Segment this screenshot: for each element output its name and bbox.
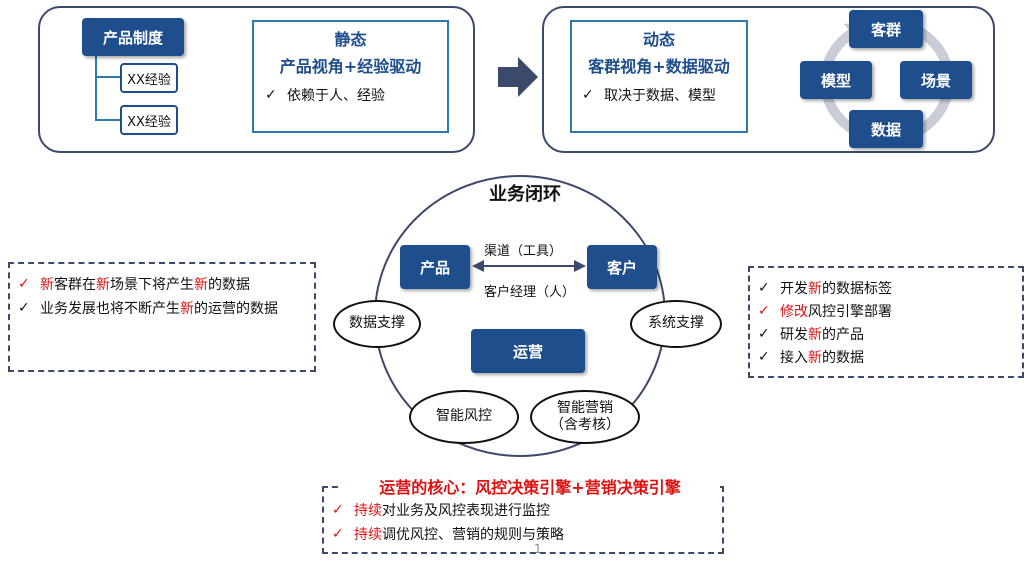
note-text-part: 调优风控、营销的规则与策略 xyxy=(382,527,564,543)
note-text-part: 新 xyxy=(96,277,110,293)
left-notes-list: ✓新客群在新场景下将产生新的数据✓业务发展也将不断产生新的运营的数据 xyxy=(18,272,278,320)
note-text-part: 业务发展也将不断产生 xyxy=(40,301,180,317)
note-text-part: 的数据 xyxy=(208,277,250,293)
note-text-part: 的运营的数据 xyxy=(194,301,278,317)
note-text-part: 新 xyxy=(194,277,208,293)
note-text-part: 研发 xyxy=(780,326,808,343)
bottom-notes-list: ✓ 持续对业务及风控表现进行监控 ✓ 持续调优风控、营销的规则与策略 xyxy=(332,498,564,546)
dynamic-title: 动态 xyxy=(642,30,675,49)
check-icon: ✓ xyxy=(332,526,344,542)
check-icon: ✓ xyxy=(758,325,770,342)
note-text-part: 对业务及风控表现进行监控 xyxy=(382,503,550,519)
manager-label: 客户经理（人） xyxy=(484,285,576,300)
page-number: 1 xyxy=(534,542,542,556)
note-item: ✓ 开发新的数据标签 xyxy=(758,276,892,299)
note-text-part: 场景下将产生 xyxy=(110,277,194,293)
static-subtitle: 产品视角+经验驱动 xyxy=(279,57,422,76)
note-text-part: 持续 xyxy=(354,503,382,519)
note-text-part: 的产品 xyxy=(822,326,864,343)
note-text-part: 新 xyxy=(808,326,822,343)
note-text-part: 持续 xyxy=(354,527,382,543)
check-icon: ✓ xyxy=(265,87,277,103)
note-item: ✓ 研发新的产品 xyxy=(758,322,892,345)
note-item: ✓ 修改风控引擎部署 xyxy=(758,299,892,322)
check-icon: ✓ xyxy=(18,276,30,292)
data-support-ellipse: 数据支撑 xyxy=(333,300,421,348)
experience-box-2: XX经验 xyxy=(120,105,178,135)
check-icon: ✓ xyxy=(758,279,770,296)
note-text-part: 的数据 xyxy=(822,349,864,366)
static-check-item: ✓ 依赖于人、经验 xyxy=(265,87,385,104)
product-system-box: 产品制度 xyxy=(82,18,184,56)
right-notes-list: ✓开发新的数据标签✓修改风控引擎部署✓研发新的产品✓接入新的数据 xyxy=(758,276,892,368)
cycle-model: 模型 xyxy=(800,61,872,99)
dynamic-check-item: ✓ 取决于数据、模型 xyxy=(582,87,716,104)
cycle-scene: 场景 xyxy=(900,61,972,99)
note-text-part: 客群在 xyxy=(54,277,96,293)
right-notes-box xyxy=(748,266,1024,378)
loop-title: 业务闭环 xyxy=(489,184,561,205)
system-support-ellipse: 系统支撑 xyxy=(630,300,722,348)
loop-product: 产品 xyxy=(400,245,470,289)
cycle-customer-group: 客群 xyxy=(849,10,923,48)
note-item: ✓ 业务发展也将不断产生新的运营的数据 xyxy=(18,296,278,320)
note-text-part: 新 xyxy=(808,349,822,366)
check-icon: ✓ xyxy=(758,302,770,319)
check-icon: ✓ xyxy=(758,348,770,365)
check-icon: ✓ xyxy=(332,502,344,518)
note-text-part: 开发 xyxy=(780,280,808,297)
note-item: ✓ 持续调优风控、营销的规则与策略 xyxy=(332,522,564,546)
note-text-part: 新 xyxy=(180,301,194,317)
smart-marketing-ellipse: 智能营销 （含考核） xyxy=(530,390,640,444)
dynamic-subtitle: 客群视角+数据驱动 xyxy=(588,57,730,76)
cycle-data: 数据 xyxy=(849,110,923,148)
check-icon: ✓ xyxy=(582,87,594,103)
core-title: 运营的核心：风控决策引擎+营销决策引擎 xyxy=(340,474,720,498)
left-notes-box xyxy=(8,262,316,372)
experience-box-1: XX经验 xyxy=(120,63,178,93)
note-text-part: 风控引擎部署 xyxy=(808,303,892,320)
static-title: 静态 xyxy=(334,30,367,49)
note-text-part: 接入 xyxy=(780,349,808,366)
note-item: ✓ 接入新的数据 xyxy=(758,345,892,368)
smart-risk-ellipse: 智能风控 xyxy=(409,390,519,444)
note-item: ✓ 持续对业务及风控表现进行监控 xyxy=(332,498,564,522)
right-arrow-icon xyxy=(498,57,538,97)
loop-operation: 运营 xyxy=(471,329,585,373)
dynamic-frame xyxy=(570,20,748,133)
note-text-part: 修改 xyxy=(780,303,808,320)
static-frame xyxy=(252,20,449,133)
double-arrow-icon xyxy=(472,260,586,272)
loop-customer: 客户 xyxy=(587,245,657,289)
check-icon: ✓ xyxy=(18,300,30,316)
note-text-part: 新 xyxy=(808,280,822,297)
channel-label: 渠道（工具） xyxy=(484,244,563,259)
note-text-part: 的数据标签 xyxy=(822,280,892,297)
note-item: ✓新客群在新场景下将产生新的数据 xyxy=(18,272,278,296)
note-text-part: 新 xyxy=(40,277,54,293)
